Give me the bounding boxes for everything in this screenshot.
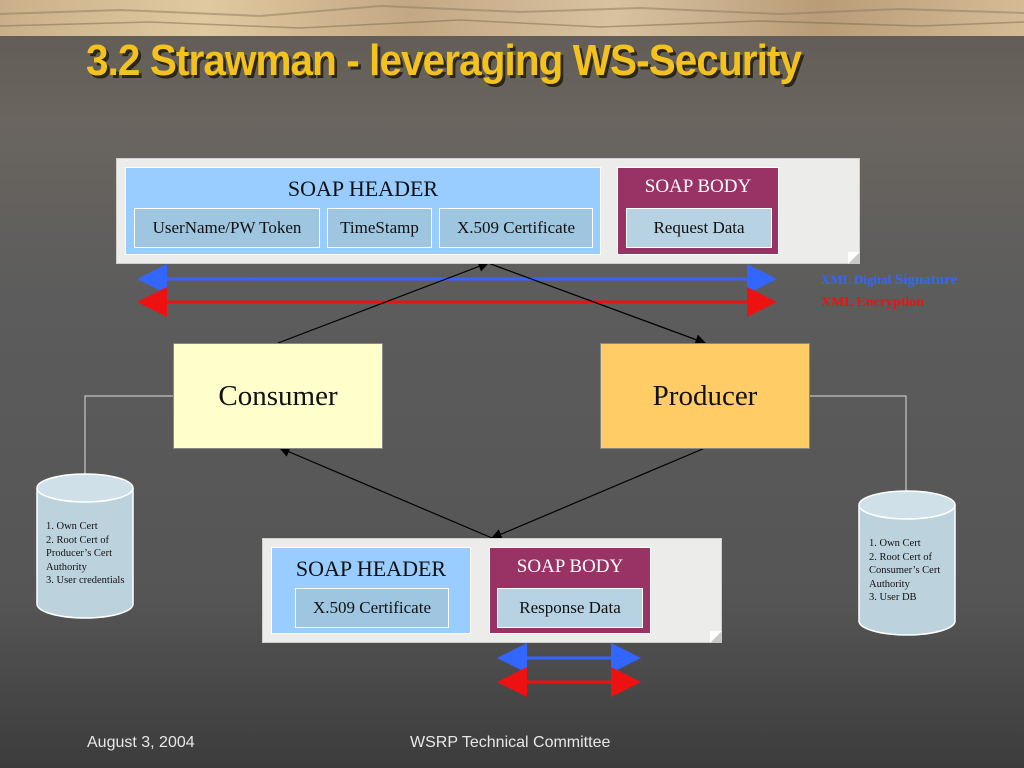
consumer-store-item: 3. User credentials — [46, 575, 125, 586]
producer-store-cylinder — [858, 490, 956, 636]
producer-data-store: 1. Own Cert 2. Root Cert of Consumer’s C… — [857, 489, 957, 637]
consumer-store-item: 2. Root Cert of — [46, 534, 109, 546]
response-soap-body: SOAP BODY Response Data — [489, 547, 651, 634]
request-to-producer-arrow — [487, 262, 707, 345]
signature-legend-small: XML Digital — [821, 272, 892, 287]
consumer-data-store: 1. Own Cert 2. Root Cert of Producer’s C… — [35, 472, 135, 620]
footer-date: August 3, 2004 — [87, 734, 195, 751]
request-header-title: SOAP HEADER — [287, 176, 439, 201]
timestamp-item: TimeStamp — [327, 208, 432, 248]
producer-store-item: Consumer’s Cert — [869, 565, 941, 576]
producer-store-item: Authority — [869, 578, 910, 590]
consumer-to-request-arrow — [277, 261, 490, 344]
producer-store-list: 1. Own Cert 2. Root Cert of Consumer’s C… — [869, 537, 940, 605]
consumer-store-connector — [84, 395, 173, 474]
response-to-consumer-arrow — [278, 446, 493, 539]
encryption-legend: XML Encryption — [821, 295, 925, 310]
signature-legend-large: Signature — [894, 272, 958, 288]
response-header-title: SOAP HEADER — [295, 556, 447, 581]
top-banner — [0, 0, 1024, 36]
slide-title: 3.2 Strawman - leveraging WS-Security — [86, 36, 802, 85]
consumer-store-list: 1. Own Cert 2. Root Cert of Producer’s C… — [46, 520, 124, 588]
x509-certificate-item: X.509 Certificate — [439, 208, 593, 248]
response-body-title: SOAP BODY — [516, 556, 624, 577]
response-data-item: Response Data — [497, 588, 643, 628]
producer-store-item: 3. User DB — [869, 592, 917, 603]
producer-store-item: 1. Own Cert — [869, 538, 921, 549]
request-soap-body: SOAP BODY Request Data — [617, 167, 779, 255]
banner-texture — [0, 4, 1024, 29]
response-x509-certificate-item: X.509 Certificate — [295, 588, 449, 628]
consumer-store-item: Producer’s Cert — [46, 548, 112, 559]
consumer-box: Consumer — [173, 343, 383, 449]
request-message: SOAP HEADER UserName/PW Token TimeStamp … — [116, 158, 860, 264]
consumer-store-cylinder — [36, 473, 134, 619]
producer-to-response-arrow — [490, 447, 706, 540]
producer-store-connector — [810, 395, 907, 492]
request-data-item: Request Data — [626, 208, 772, 248]
producer-box: Producer — [600, 343, 810, 449]
username-token-item: UserName/PW Token — [134, 208, 320, 248]
consumer-store-item: 1. Own Cert — [46, 521, 98, 532]
response-soap-header: SOAP HEADER X.509 Certificate — [271, 547, 471, 634]
footer-committee: WSRP Technical Committee — [410, 734, 611, 751]
signature-legend: XML Digital Signature — [821, 272, 957, 289]
request-soap-header: SOAP HEADER UserName/PW Token TimeStamp … — [125, 167, 601, 255]
request-body-title: SOAP BODY — [644, 176, 752, 197]
response-message: SOAP HEADER X.509 Certificate SOAP BODY … — [262, 538, 722, 643]
producer-store-item: 2. Root Cert of — [869, 551, 932, 563]
consumer-store-item: Authority — [46, 561, 87, 573]
